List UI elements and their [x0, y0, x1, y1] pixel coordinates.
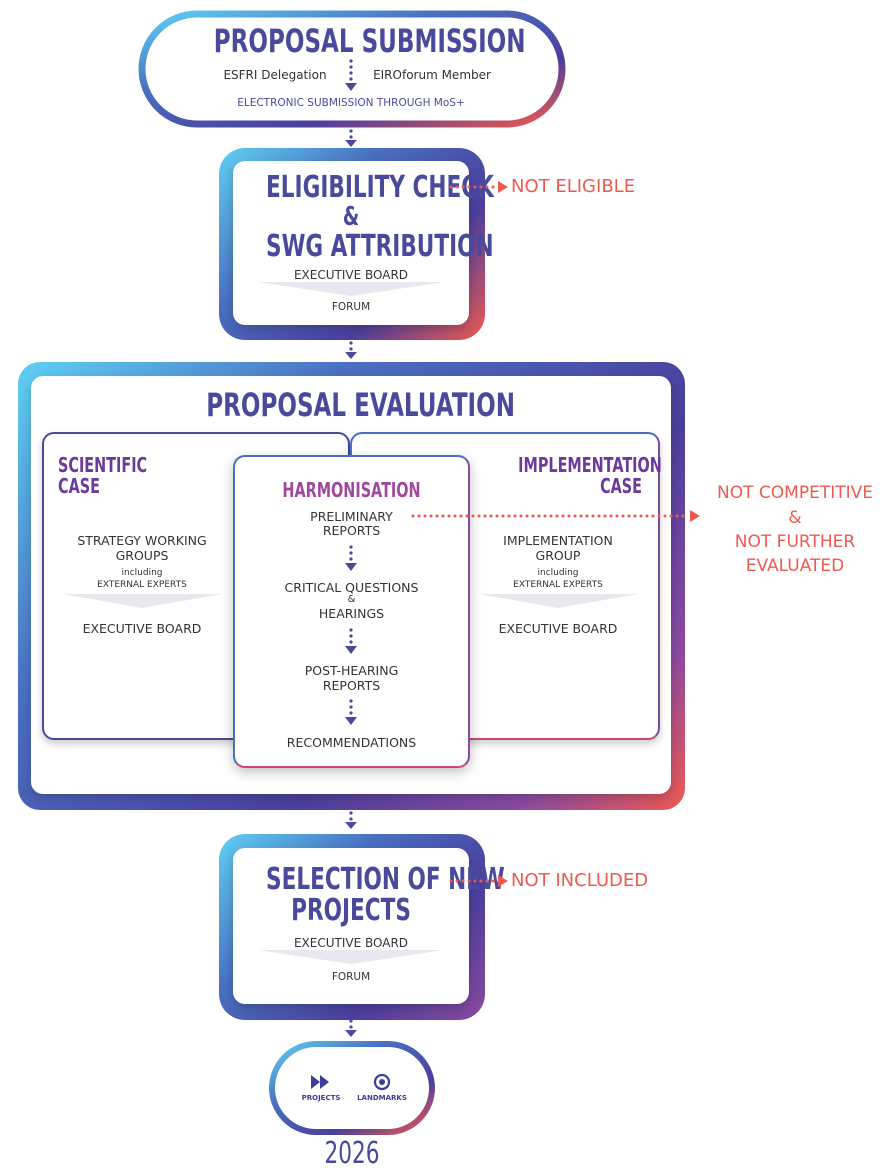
harmonisation-title: HARMONISATION [282, 478, 421, 502]
implementation-body-1: IMPLEMENTATION [503, 533, 613, 548]
eligibility-body-1: EXECUTIVE BOARD [293, 268, 409, 282]
not-included-label: NOT INCLUDED [511, 870, 649, 891]
harmonisation-step3-a: POST-HEARING [304, 663, 399, 678]
eligibility-card [233, 161, 469, 325]
submission-right: EIROforum Member [373, 68, 491, 82]
harmonisation-step2-a: CRITICAL QUESTIONS [284, 580, 419, 595]
scientific-experts: EXTERNAL EXPERTS [97, 580, 187, 590]
submission-frame [138, 10, 566, 128]
harmonisation-arrow [345, 628, 357, 654]
not-competitive-label-2: & [788, 508, 802, 528]
landmarks-label: LANDMARKS [357, 1094, 407, 1102]
harmonisation-step2-c: HEARINGS [318, 606, 385, 621]
result-frame [269, 1041, 435, 1135]
scientific-title-1: SCIENTIFIC [58, 453, 148, 477]
not-competitive-label-4: EVALUATED [745, 556, 845, 576]
selection-card [233, 848, 469, 1004]
scientific-divider [62, 594, 222, 608]
not-eligible-label: NOT ELIGIBLE [511, 176, 636, 197]
implementation-board: EXECUTIVE BOARD [498, 621, 618, 636]
connector-arrow [345, 1019, 357, 1037]
selection-divider [258, 950, 444, 964]
year-label: 2026 [324, 1136, 380, 1171]
selection-body-2: FORUM [331, 971, 371, 983]
eligibility-body-2: FORUM [331, 301, 371, 313]
implementation-title-2: CASE [600, 474, 642, 498]
projects-label: PROJECTS [301, 1094, 341, 1102]
eligibility-title-1: ELIGIBILITY CHECK [266, 170, 494, 205]
eligibility-title-2: & [342, 202, 360, 232]
harmonisation-arrow [345, 545, 357, 571]
eligibility-reject-arrow [449, 181, 508, 193]
harmonisation-step4: RECOMMENDATIONS [286, 735, 417, 750]
evaluation-reject-arrow [411, 510, 700, 522]
harmonisation-arrow [345, 699, 357, 725]
implementation-divider [478, 594, 638, 608]
harmonisation-step2-b: & [347, 594, 356, 605]
connector-arrow [345, 129, 357, 147]
implementation-title-1: IMPLEMENTATION [518, 453, 662, 477]
scientific-board: EXECUTIVE BOARD [82, 621, 202, 636]
harmonisation-step1-b: REPORTS [322, 523, 381, 538]
selection-title-2: PROJECTS [291, 893, 411, 928]
submission-note: ELECTRONIC SUBMISSION THROUGH MoS+ [237, 97, 465, 109]
implementation-body-2: GROUP [535, 548, 581, 563]
scientific-including: including [121, 568, 163, 578]
harmonisation-step3-b: REPORTS [322, 678, 381, 693]
implementation-including: including [537, 568, 579, 578]
implementation-experts: EXTERNAL EXPERTS [513, 580, 603, 590]
eligibility-divider [258, 282, 444, 296]
connector-arrow [345, 341, 357, 359]
harmonisation-step1-a: PRELIMINARY [310, 509, 393, 524]
not-competitive-label-1: NOT COMPETITIVE [717, 483, 873, 503]
selection-reject-arrow [449, 875, 508, 887]
submission-left: ESFRI Delegation [223, 68, 327, 82]
projects-icon [311, 1075, 329, 1089]
not-competitive-label-3: NOT FURTHER [734, 532, 856, 552]
scientific-title-2: CASE [58, 474, 100, 498]
harmonisation-panel [233, 455, 470, 768]
scientific-body-1: STRATEGY WORKING [77, 533, 207, 548]
selection-body-1: EXECUTIVE BOARD [293, 936, 409, 950]
submission-split-arrow [345, 59, 357, 91]
landmarks-icon [373, 1073, 391, 1091]
scientific-body-2: GROUPS [115, 548, 169, 563]
eligibility-title-3: SWG ATTRIBUTION [266, 229, 494, 264]
evaluation-title: PROPOSAL EVALUATION [206, 386, 515, 424]
submission-title: PROPOSAL SUBMISSION [213, 22, 526, 60]
selection-title-1: SELECTION OF NEW [266, 862, 505, 897]
connector-arrow [345, 811, 357, 829]
